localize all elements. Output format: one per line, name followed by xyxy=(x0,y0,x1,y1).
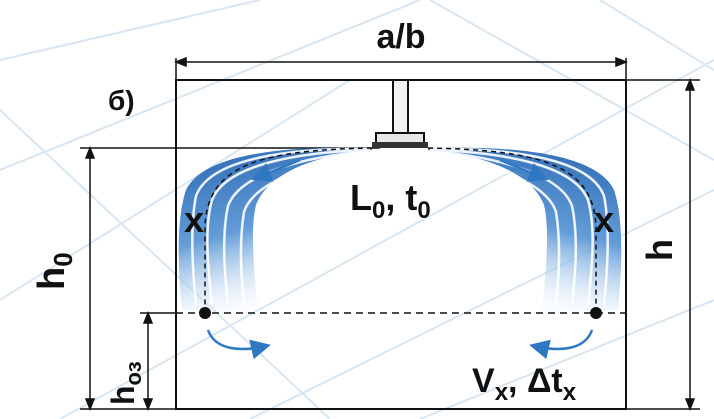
work-zone-height-label: hоз xyxy=(105,361,146,405)
width-dimension xyxy=(173,56,629,80)
left-air-jet xyxy=(178,147,372,312)
supply-flow-sub: 0 xyxy=(372,197,385,224)
height-dimension xyxy=(626,77,700,412)
diffuser-height-sub: 0 xyxy=(48,252,78,266)
right-point-x xyxy=(590,307,602,319)
velocity-sub: x xyxy=(495,379,509,406)
right-x-label: x xyxy=(594,199,614,240)
right-return-arrow xyxy=(529,329,594,360)
temp-diff-sub: x xyxy=(563,379,577,406)
figure-label: б) xyxy=(108,85,135,116)
work-zone-dimension xyxy=(140,310,176,412)
room-width-label: a/b xyxy=(376,18,425,56)
room-height-label: h xyxy=(639,239,680,261)
supply-temp-base: t xyxy=(405,177,417,218)
diffuser-height-label: h0 xyxy=(31,252,78,290)
supply-label: L0, t0 xyxy=(350,177,431,224)
point-param-label: Vx, Δtx xyxy=(472,362,577,406)
diffuser-height-base: h xyxy=(31,267,73,290)
work-zone-height-base: h xyxy=(105,385,141,405)
param-sep: , xyxy=(508,362,527,400)
velocity-base: V xyxy=(472,362,495,400)
supply-flow-base: L xyxy=(350,177,372,218)
left-point-x xyxy=(199,307,211,319)
temp-diff-base: Δt xyxy=(527,362,563,400)
supply-sep: , xyxy=(385,177,405,218)
supply-temp-sub: 0 xyxy=(417,197,430,224)
right-air-jet xyxy=(428,147,622,312)
air-diffuser xyxy=(372,79,428,148)
work-zone-height-sub: оз xyxy=(121,361,146,385)
left-return-arrow xyxy=(206,329,271,360)
left-x-label: x xyxy=(184,199,204,240)
